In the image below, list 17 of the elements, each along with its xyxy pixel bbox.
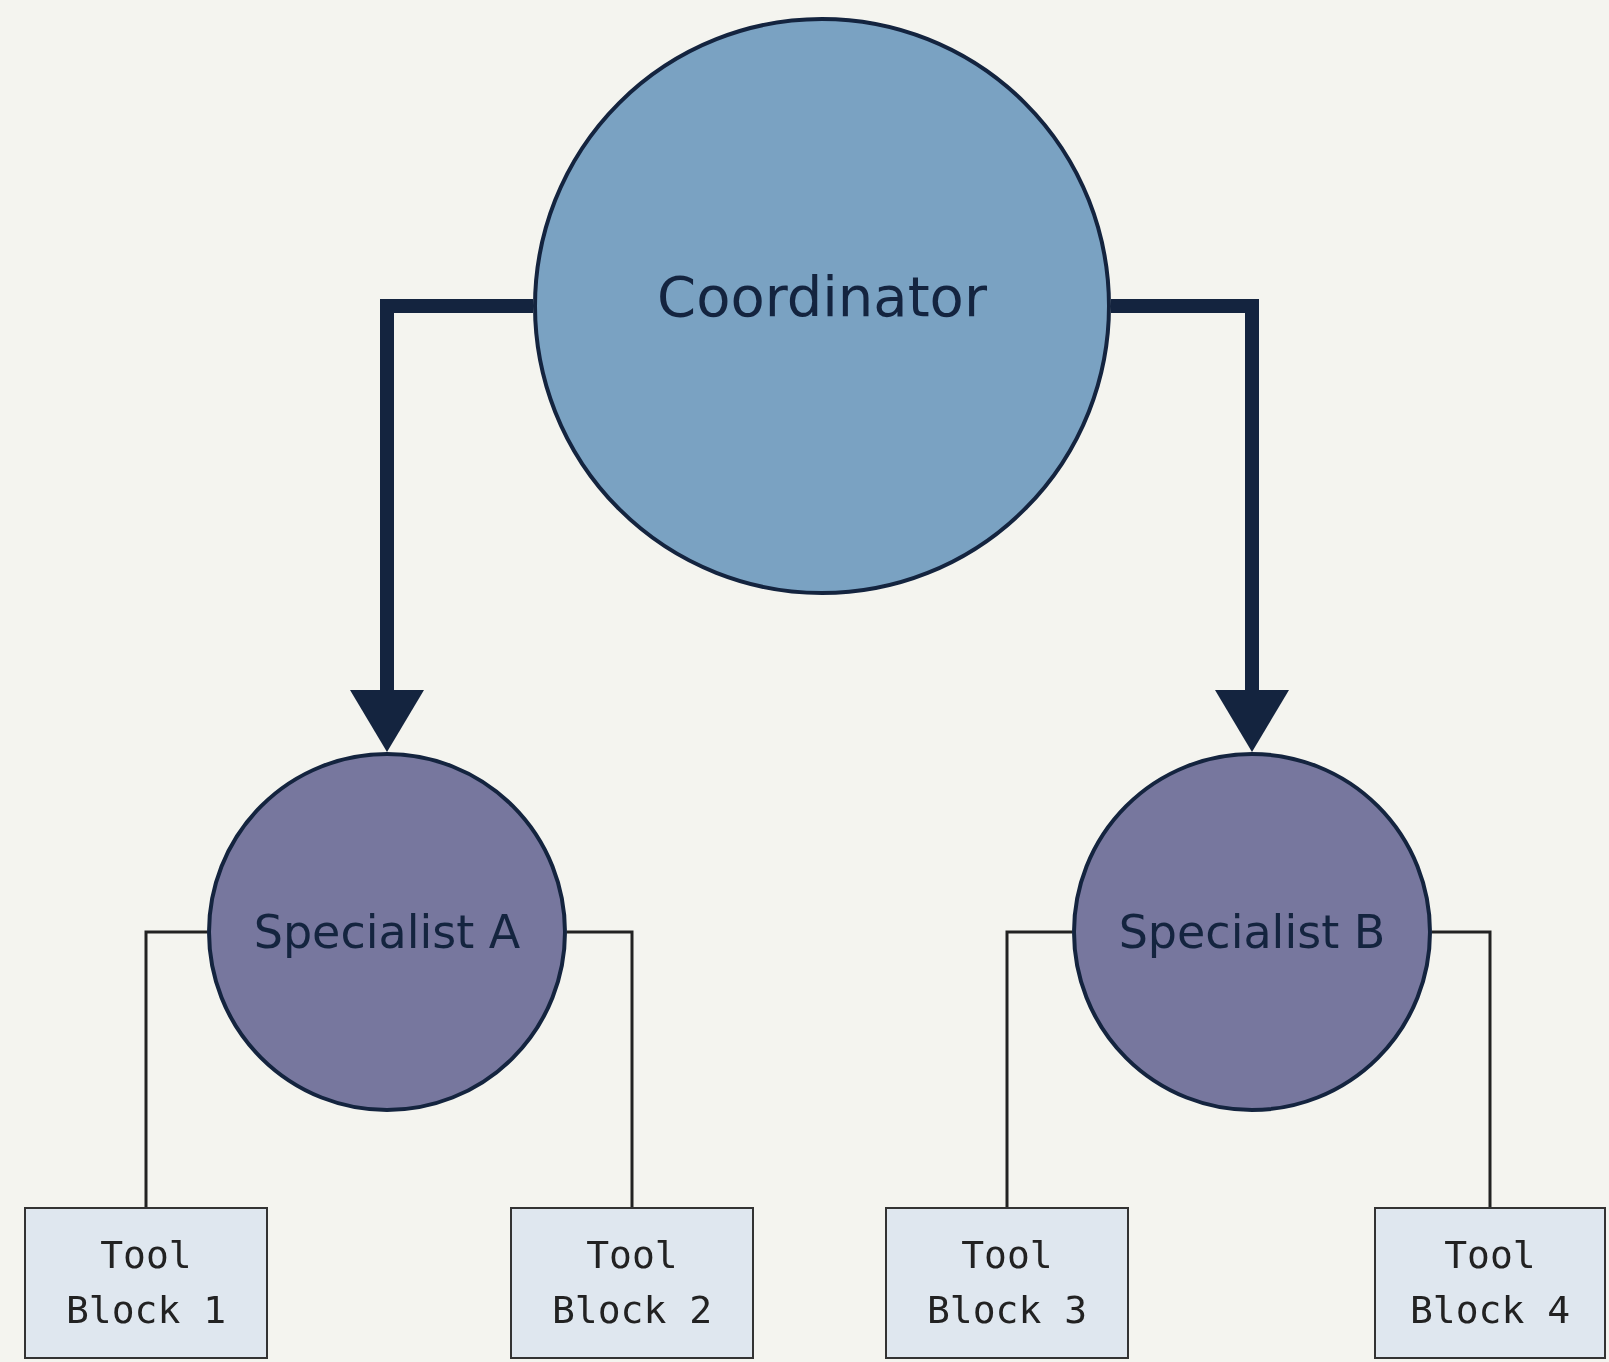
node-label: Tool Block 2 xyxy=(550,1231,714,1334)
arrow xyxy=(1111,299,1289,752)
node-label: Specialist A xyxy=(252,903,522,961)
tool-block-box xyxy=(510,1207,754,1359)
tool-block-box xyxy=(885,1207,1129,1359)
tool-block-box xyxy=(1374,1207,1606,1359)
tool-block-box xyxy=(24,1207,268,1359)
connector-line xyxy=(567,930,634,1207)
connector-line xyxy=(1432,930,1492,1207)
connector-line xyxy=(144,930,207,1207)
node-label: Tool Block 4 xyxy=(1408,1231,1572,1334)
connector-line xyxy=(1005,930,1072,1207)
node-label: Specialist B xyxy=(1117,903,1387,961)
arrow xyxy=(350,299,533,752)
node-label: Tool Block 1 xyxy=(64,1231,228,1334)
node-label: Tool Block 3 xyxy=(925,1231,1089,1334)
node-label: Coordinator xyxy=(657,263,987,329)
